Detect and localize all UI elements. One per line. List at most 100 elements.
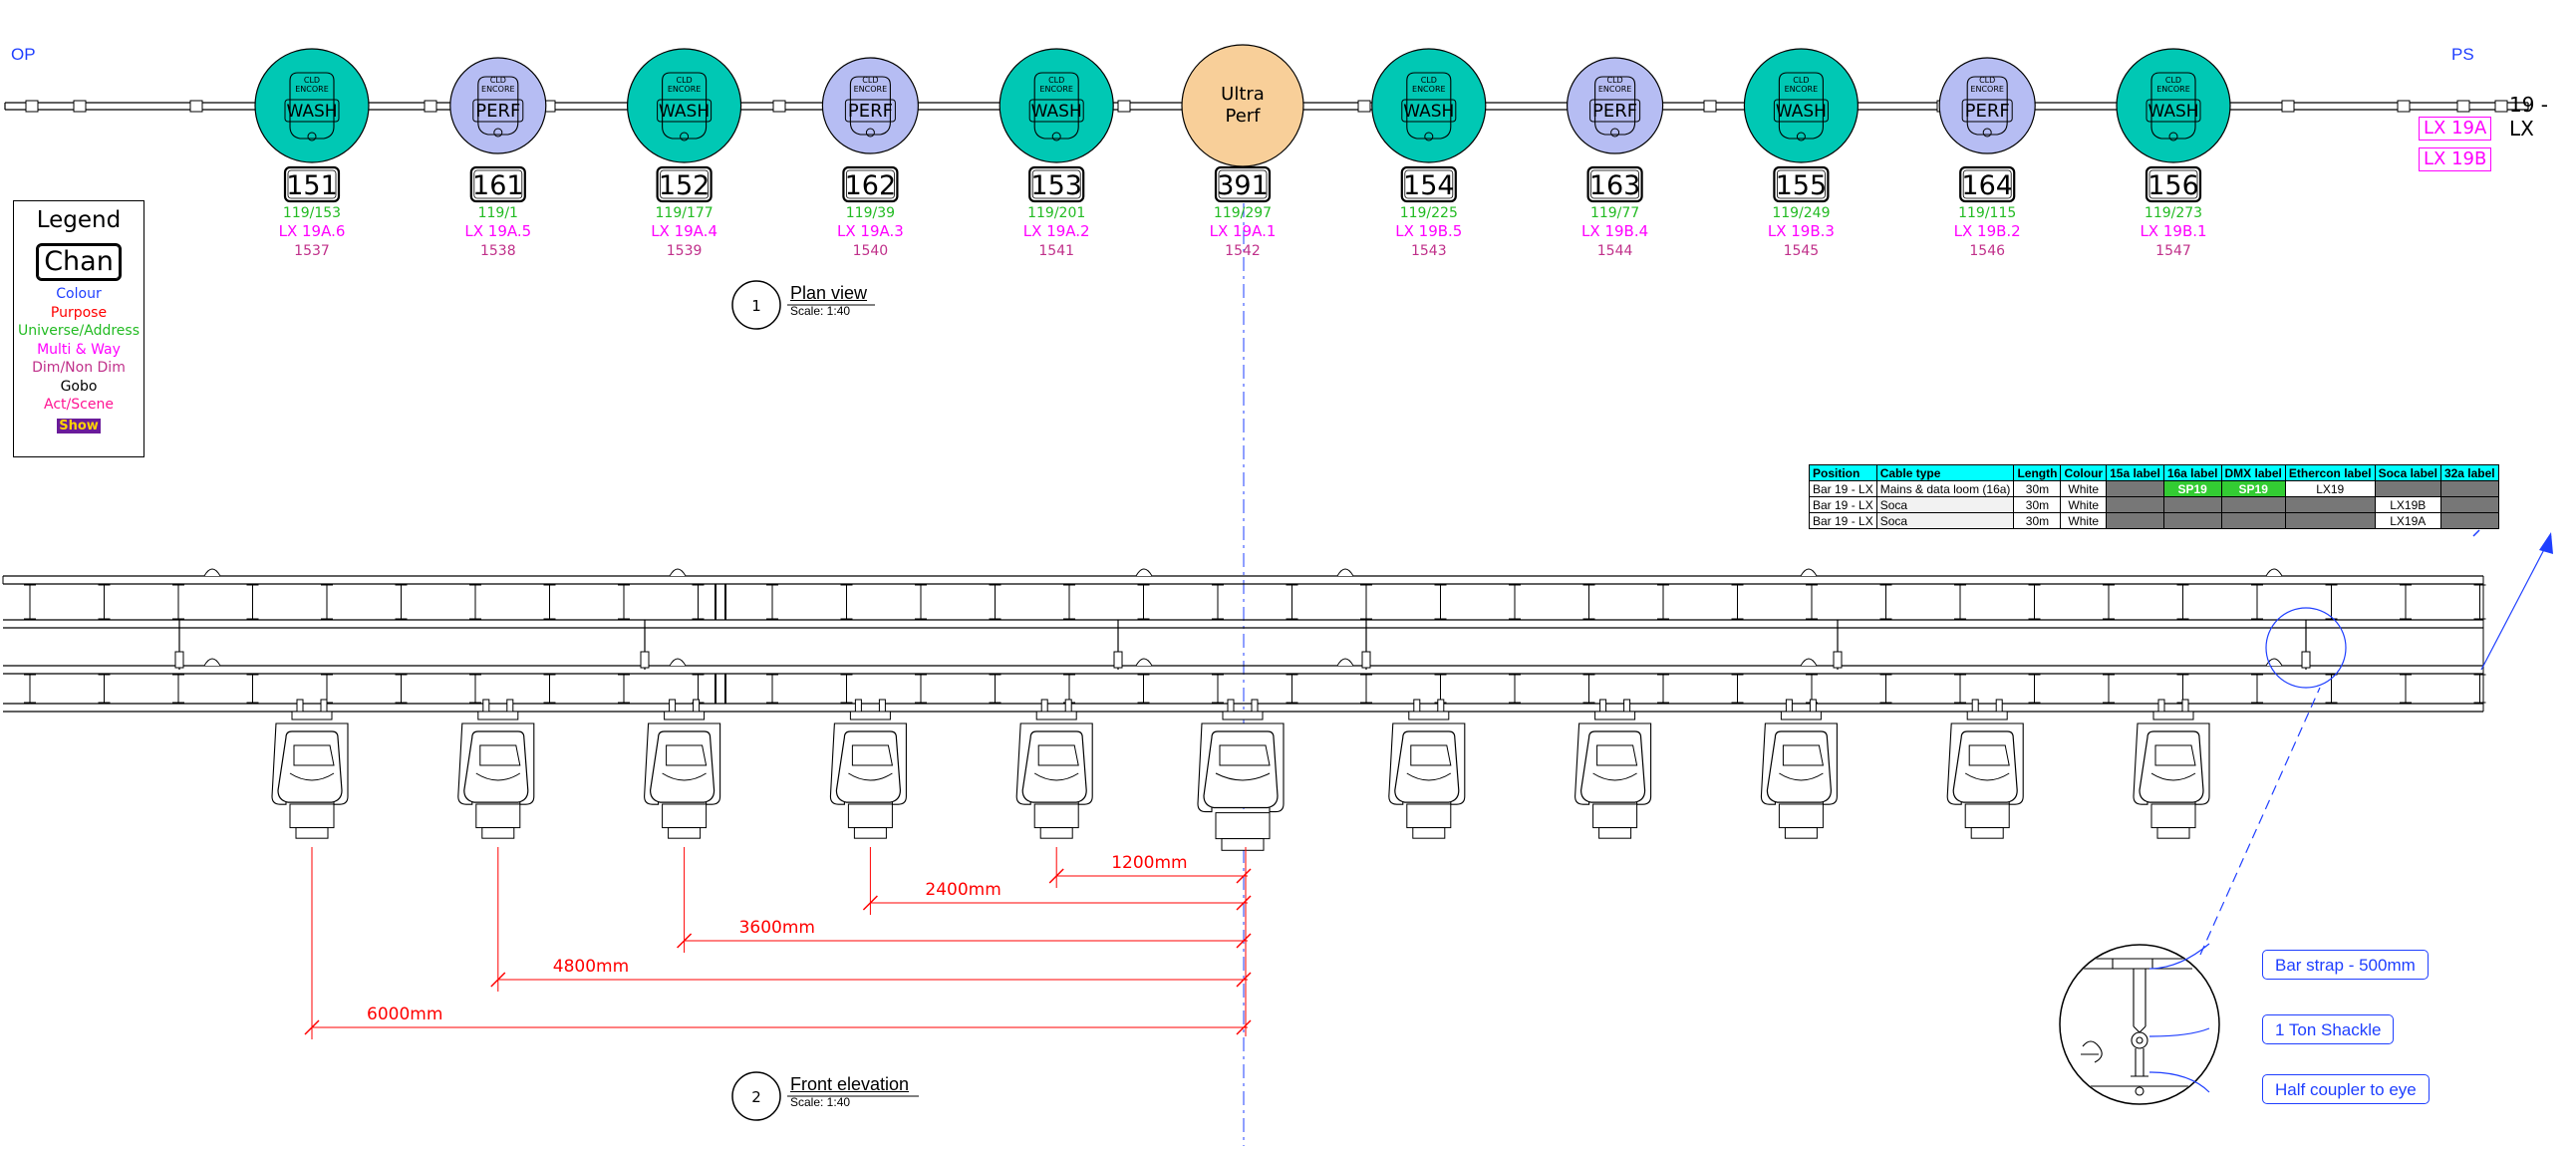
chan-box bbox=[2145, 165, 2202, 203]
fixture-head bbox=[1021, 730, 1087, 803]
dimension-label: 3600mm bbox=[739, 918, 815, 938]
plan-view-marker: 1 bbox=[731, 280, 875, 330]
fixture-clamp-circle bbox=[493, 128, 503, 138]
wash-fixture-disc bbox=[999, 48, 1114, 163]
fixture-clamp-bolt bbox=[1623, 699, 1631, 713]
truss-web-lower bbox=[618, 674, 630, 704]
callout-bar-strap: Bar strap - 500mm bbox=[2262, 950, 2429, 980]
perf-fixture-disc bbox=[449, 57, 547, 154]
plan-view-title: Plan view Scale: 1:40 bbox=[790, 283, 867, 318]
tick bbox=[1236, 895, 1252, 911]
fixture-head-curve bbox=[289, 772, 335, 781]
fixture-multi: LX 19B.4 bbox=[1581, 222, 1648, 240]
table-cell: White bbox=[2060, 480, 2108, 497]
fixture-brand-top: CLD bbox=[1606, 76, 1622, 85]
fixture-type-label: WASH bbox=[286, 102, 337, 122]
lx-tag-19b: LX 19B bbox=[2419, 147, 2492, 171]
front-view-scale: Scale: 1:40 bbox=[790, 1095, 851, 1109]
truss-web-lower bbox=[2473, 674, 2486, 704]
plan-fixtures: CLDENCOREWASHCLDENCOREPERFCLDENCOREWASHC… bbox=[254, 44, 2231, 167]
chan-number: 155 bbox=[1776, 170, 1828, 201]
fixture-head-curve bbox=[1215, 772, 1271, 781]
table-cell bbox=[2220, 512, 2286, 529]
tick bbox=[1236, 868, 1252, 884]
truss-web-upper bbox=[2400, 584, 2412, 620]
tick bbox=[1236, 933, 1252, 949]
fixture-address: 119/115 bbox=[1958, 205, 2016, 221]
tick bbox=[304, 1019, 320, 1035]
fixture-yoke-outline bbox=[1589, 99, 1641, 123]
cable-header-8: Soca label bbox=[2374, 464, 2441, 481]
bar-name: 19 - LX bbox=[2509, 93, 2549, 141]
bar-clamp-0 bbox=[25, 100, 39, 113]
fixture-head bbox=[1579, 730, 1646, 803]
truss-web-upper bbox=[692, 584, 705, 620]
chan-box-inner bbox=[287, 169, 337, 199]
truss-web-lower bbox=[1063, 674, 1075, 704]
truss-eye-low-2 bbox=[1135, 658, 1153, 667]
tick bbox=[1236, 1019, 1252, 1035]
chan-number: 161 bbox=[472, 170, 524, 201]
front-fixture-164 bbox=[1946, 699, 2024, 839]
legend-chan: Chan bbox=[36, 243, 122, 281]
table-cell: 30m bbox=[2013, 496, 2062, 513]
truss-eye-top-3 bbox=[1336, 568, 1354, 577]
fixture-clamp-circle bbox=[1796, 132, 1806, 142]
bar-clamp-12 bbox=[2397, 100, 2411, 113]
table-cell: Soca bbox=[1875, 512, 2015, 529]
fixture-brand-bottom: ENCORE bbox=[1412, 85, 1446, 94]
fixture-base bbox=[1033, 803, 1079, 829]
cable-header-6: DMX label bbox=[2220, 464, 2286, 481]
fixture-clamp-bolt bbox=[878, 699, 886, 713]
fixture-brand-bottom: ENCORE bbox=[1598, 85, 1632, 94]
truss-eye-low-5 bbox=[2265, 658, 2283, 667]
front-fixtures bbox=[271, 699, 2210, 851]
fixture-brand-bottom: ENCORE bbox=[1970, 85, 2004, 94]
front-view-heading: Front elevation bbox=[790, 1074, 910, 1094]
table-cell bbox=[2162, 496, 2222, 513]
truss-web-upper bbox=[1582, 584, 1595, 620]
fixture-clamp-bolt bbox=[1809, 699, 1817, 713]
fixture-type-label: Ultra bbox=[1221, 84, 1265, 105]
truss-eye-low-0 bbox=[203, 658, 221, 667]
fixture-head-curve bbox=[1406, 772, 1452, 781]
fixture-clamp-bar bbox=[1966, 711, 2008, 720]
fixture-clamp-bar bbox=[2152, 711, 2194, 720]
fixture-dim: 1545 bbox=[1784, 243, 1820, 259]
fixture-clamp-bar bbox=[1035, 711, 1077, 720]
fixture-body-outline bbox=[1966, 76, 2008, 136]
fixture-address: 119/1 bbox=[478, 205, 518, 221]
fixture-clamp-bolt bbox=[320, 699, 328, 713]
fixture-clamp-bolt bbox=[669, 699, 677, 713]
callout-shackle: 1 Ton Shackle bbox=[2262, 1014, 2395, 1044]
front-fixture-154 bbox=[1388, 699, 1466, 839]
truss-web-lower bbox=[1360, 674, 1372, 704]
fixture-lens bbox=[293, 744, 335, 766]
wash-fixture-disc bbox=[2116, 48, 2231, 163]
fixture-brand-bottom: ENCORE bbox=[295, 85, 329, 94]
fixture-foot bbox=[1039, 827, 1073, 839]
fixture-head-curve bbox=[1964, 772, 2010, 781]
fixture-yoke-outline bbox=[844, 99, 896, 123]
truss-web-lower bbox=[246, 674, 259, 704]
bar-clamp-13 bbox=[2456, 100, 2470, 113]
fixture-clamp-bar bbox=[291, 711, 333, 720]
fixture-clamp-bolt bbox=[296, 699, 304, 713]
fixture-dim: 1542 bbox=[1225, 243, 1261, 259]
truss-web-upper bbox=[1657, 584, 1669, 620]
truss-web-upper bbox=[915, 584, 927, 620]
front-fixture-155 bbox=[1760, 699, 1838, 839]
fixture-dim: 1538 bbox=[480, 243, 516, 259]
fixture-clamp-circle bbox=[865, 128, 875, 138]
fixture-brand-top: CLD bbox=[1793, 76, 1809, 85]
chan-box bbox=[1959, 165, 2016, 203]
truss-web-lower bbox=[543, 674, 556, 704]
truss-web-lower bbox=[172, 674, 184, 704]
fixture-multi: LX 19B.1 bbox=[2140, 222, 2206, 240]
